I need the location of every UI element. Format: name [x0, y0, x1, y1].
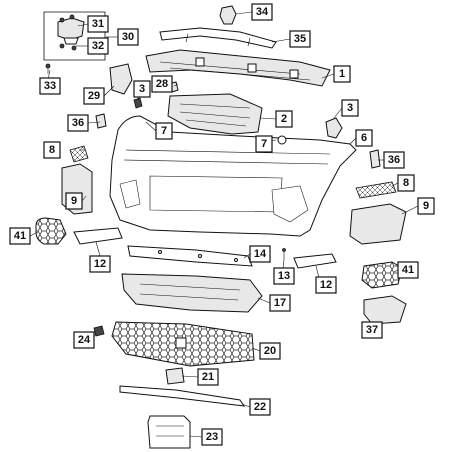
svg-text:21: 21 [202, 371, 214, 383]
callout-3-top: 3 [133, 80, 151, 98]
bracket-34 [219, 5, 237, 25]
svg-text:29: 29 [88, 90, 100, 102]
lower-strip-22 [119, 385, 246, 407]
callout-1: 1 [333, 65, 351, 83]
vent-8-left [69, 145, 89, 163]
trim-strip-12-right [293, 253, 337, 269]
svg-text:3: 3 [347, 102, 353, 114]
clip-24 [93, 325, 105, 337]
vent-8-right [355, 181, 397, 199]
svg-text:37: 37 [366, 324, 378, 336]
callout-7-mid: 7 [255, 135, 273, 153]
callout-35: 35 [289, 30, 311, 48]
trim-strip-12-left [73, 227, 123, 245]
callout-37: 37 [361, 321, 383, 339]
callout-24: 24 [73, 331, 95, 349]
grille-plate-mount [175, 337, 187, 349]
reinforcement-beam-1 [145, 49, 331, 87]
screw-33 [45, 63, 51, 74]
svg-text:30: 30 [122, 31, 134, 43]
callout-9-left: 9 [65, 192, 83, 210]
svg-text:7: 7 [161, 125, 167, 137]
bracket-36-right [369, 149, 381, 169]
callout-12-left: 12 [89, 255, 111, 273]
svg-text:1: 1 [339, 68, 345, 80]
plate-bracket-23 [147, 415, 191, 449]
callout-8-right: 8 [397, 174, 415, 192]
lower-grille-frame-17 [121, 273, 263, 313]
svg-text:2: 2 [281, 113, 287, 125]
bumper-fascia-6 [109, 115, 357, 237]
svg-text:8: 8 [403, 177, 409, 189]
svg-text:14: 14 [254, 248, 267, 260]
svg-text:3: 3 [139, 83, 145, 95]
side-grille-9-right [349, 203, 407, 245]
grille-insert-41-left [35, 217, 67, 245]
svg-text:36: 36 [388, 154, 400, 166]
callout-36-left: 36 [67, 114, 89, 132]
svg-text:31: 31 [92, 18, 104, 30]
callout-20: 20 [259, 342, 281, 360]
svg-text:17: 17 [274, 297, 286, 309]
svg-text:35: 35 [294, 33, 306, 45]
lower-strip-14 [127, 245, 253, 267]
callout-12-right: 12 [315, 276, 337, 294]
callout-7-top: 7 [155, 122, 173, 140]
callout-36-right: 36 [383, 151, 405, 169]
callout-31: 31 [87, 15, 109, 33]
callout-34: 34 [251, 3, 273, 21]
svg-text:8: 8 [49, 144, 55, 156]
svg-text:12: 12 [320, 279, 332, 291]
callout-23: 23 [201, 428, 223, 446]
svg-text:7: 7 [261, 138, 267, 150]
clip-3-right [325, 117, 343, 139]
svg-text:41: 41 [402, 264, 414, 276]
energy-absorber-2 [167, 93, 263, 135]
bracket-37 [363, 295, 407, 325]
callout-41-left: 41 [9, 227, 31, 245]
svg-text:33: 33 [44, 80, 56, 92]
svg-text:22: 22 [254, 401, 266, 413]
svg-text:9: 9 [71, 195, 77, 207]
callout-6: 6 [355, 129, 373, 147]
svg-text:20: 20 [264, 345, 276, 357]
svg-text:6: 6 [361, 132, 367, 144]
callout-8-left: 8 [43, 141, 61, 159]
svg-text:24: 24 [78, 334, 91, 346]
bracket-21 [165, 367, 185, 385]
clip-assembly [57, 14, 85, 51]
callout-33: 33 [39, 77, 61, 95]
callout-3-right: 3 [341, 99, 359, 117]
callout-32: 32 [87, 37, 109, 55]
callout-28: 28 [151, 75, 173, 93]
impact-bar-35 [159, 27, 277, 49]
callout-29: 29 [83, 87, 105, 105]
svg-text:13: 13 [278, 270, 290, 282]
svg-text:28: 28 [156, 78, 168, 90]
bracket-29 [109, 63, 133, 95]
callout-21: 21 [197, 368, 219, 386]
clip-3-left [133, 97, 143, 109]
callout-2: 2 [275, 110, 293, 128]
callout-9-right: 9 [417, 197, 435, 215]
svg-text:9: 9 [423, 200, 429, 212]
callout-30: 30 [117, 28, 139, 46]
svg-text:32: 32 [92, 40, 104, 52]
callout-13: 13 [273, 267, 295, 285]
svg-text:12: 12 [94, 258, 106, 270]
grille-insert-41-right [361, 261, 403, 289]
svg-text:23: 23 [206, 431, 218, 443]
callout-22: 22 [249, 398, 271, 416]
svg-text:34: 34 [256, 6, 269, 18]
svg-text:41: 41 [14, 230, 26, 242]
svg-text:36: 36 [72, 117, 84, 129]
callout-17: 17 [269, 294, 291, 312]
inset-frame [43, 11, 106, 61]
callout-14: 14 [249, 245, 271, 263]
callout-41-right: 41 [397, 261, 419, 279]
bracket-36-left [95, 113, 107, 129]
